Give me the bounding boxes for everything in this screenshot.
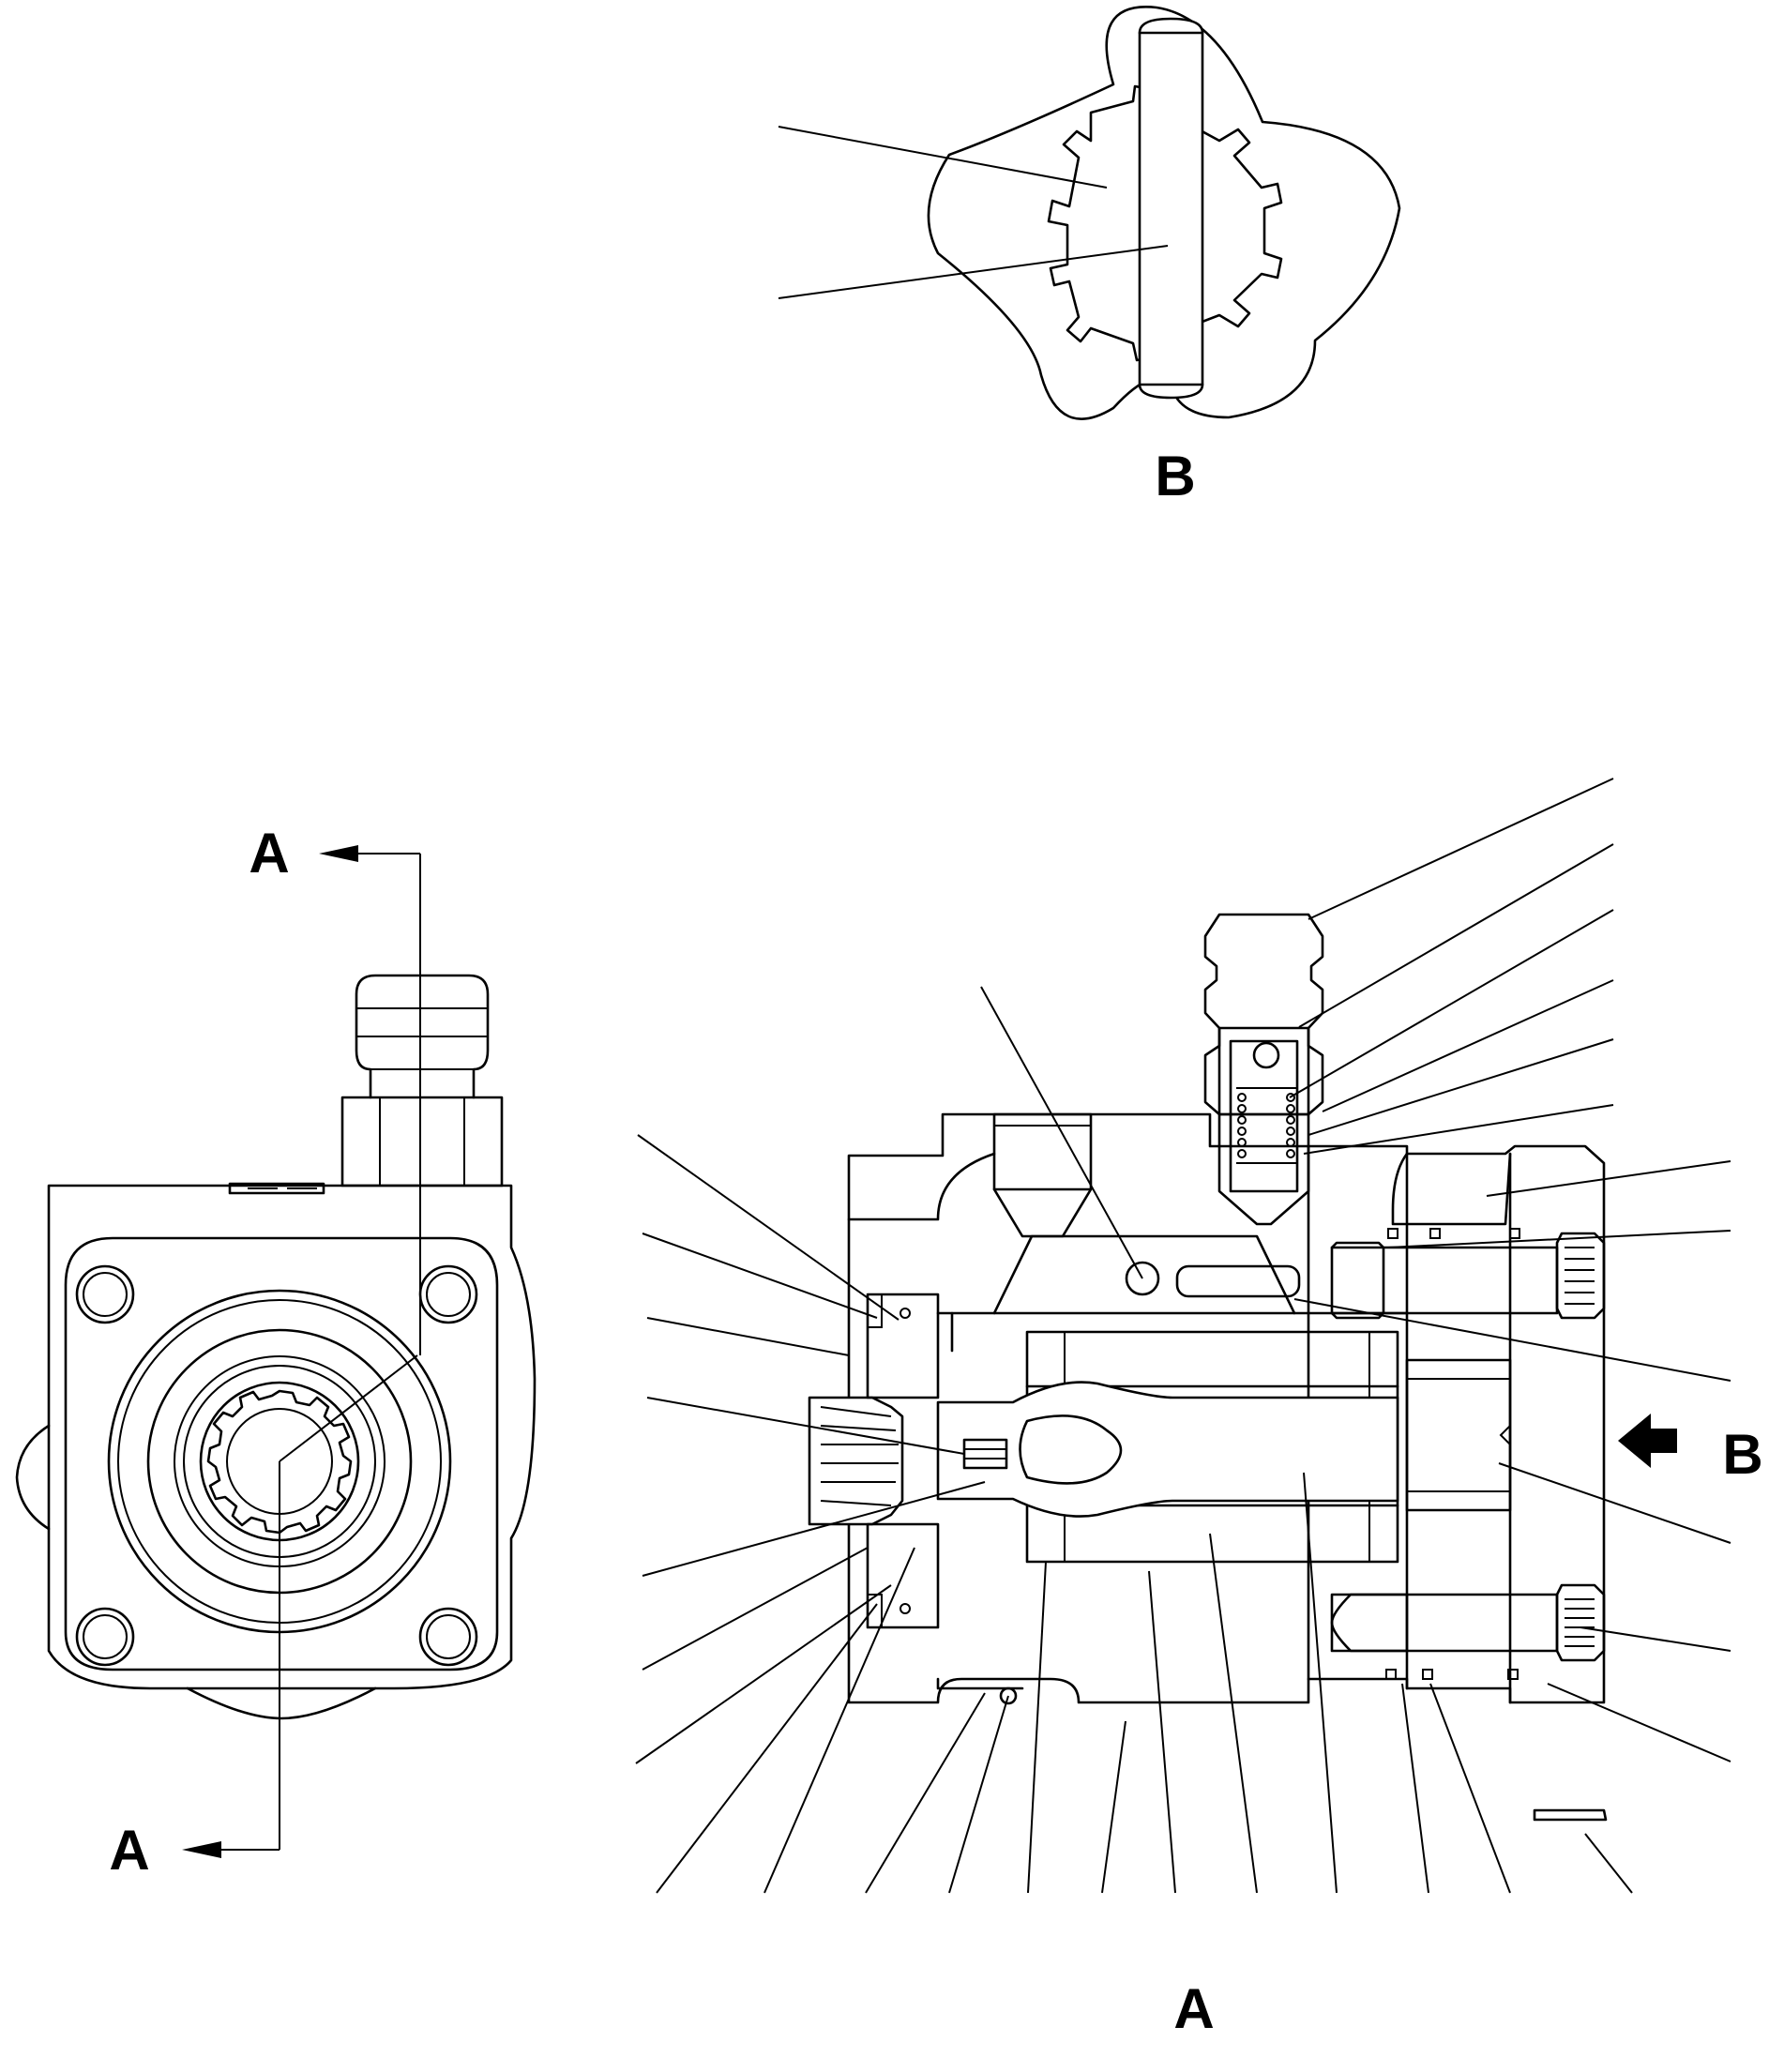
front-view: A A (15, 822, 537, 1882)
view-arrow-b-label: B (1722, 1423, 1762, 1486)
front-bolt-hole-br (418, 1607, 478, 1667)
valve-plate (1405, 1358, 1512, 1512)
view-arrow-b-icon (1618, 1414, 1677, 1468)
relief-valve-cap (1203, 913, 1324, 1116)
front-bolt-hole-bl (75, 1607, 135, 1667)
spring-coils (1237, 1093, 1295, 1158)
detail-b-leader-2 (778, 245, 1169, 299)
section-mark-bottom: A (109, 1819, 149, 1882)
detail-b-drive-key (1138, 17, 1204, 400)
section-a-view: B A (635, 778, 1763, 2040)
front-bolt-hole-tr (418, 1264, 478, 1324)
relief-valve-spring (1236, 1087, 1296, 1164)
detail-b-view: B (778, 6, 1401, 507)
detail-b-flange-outline (927, 6, 1401, 420)
detail-b-leader-1 (778, 126, 1108, 189)
section-a-title: A (1173, 1977, 1214, 2040)
section-arrow-top-icon (319, 845, 358, 862)
detail-b-title: B (1155, 445, 1195, 507)
section-arrow-bottom-icon (182, 1841, 221, 1858)
section-mark-top: A (249, 822, 289, 885)
front-bolt-hole-tl (75, 1264, 135, 1324)
